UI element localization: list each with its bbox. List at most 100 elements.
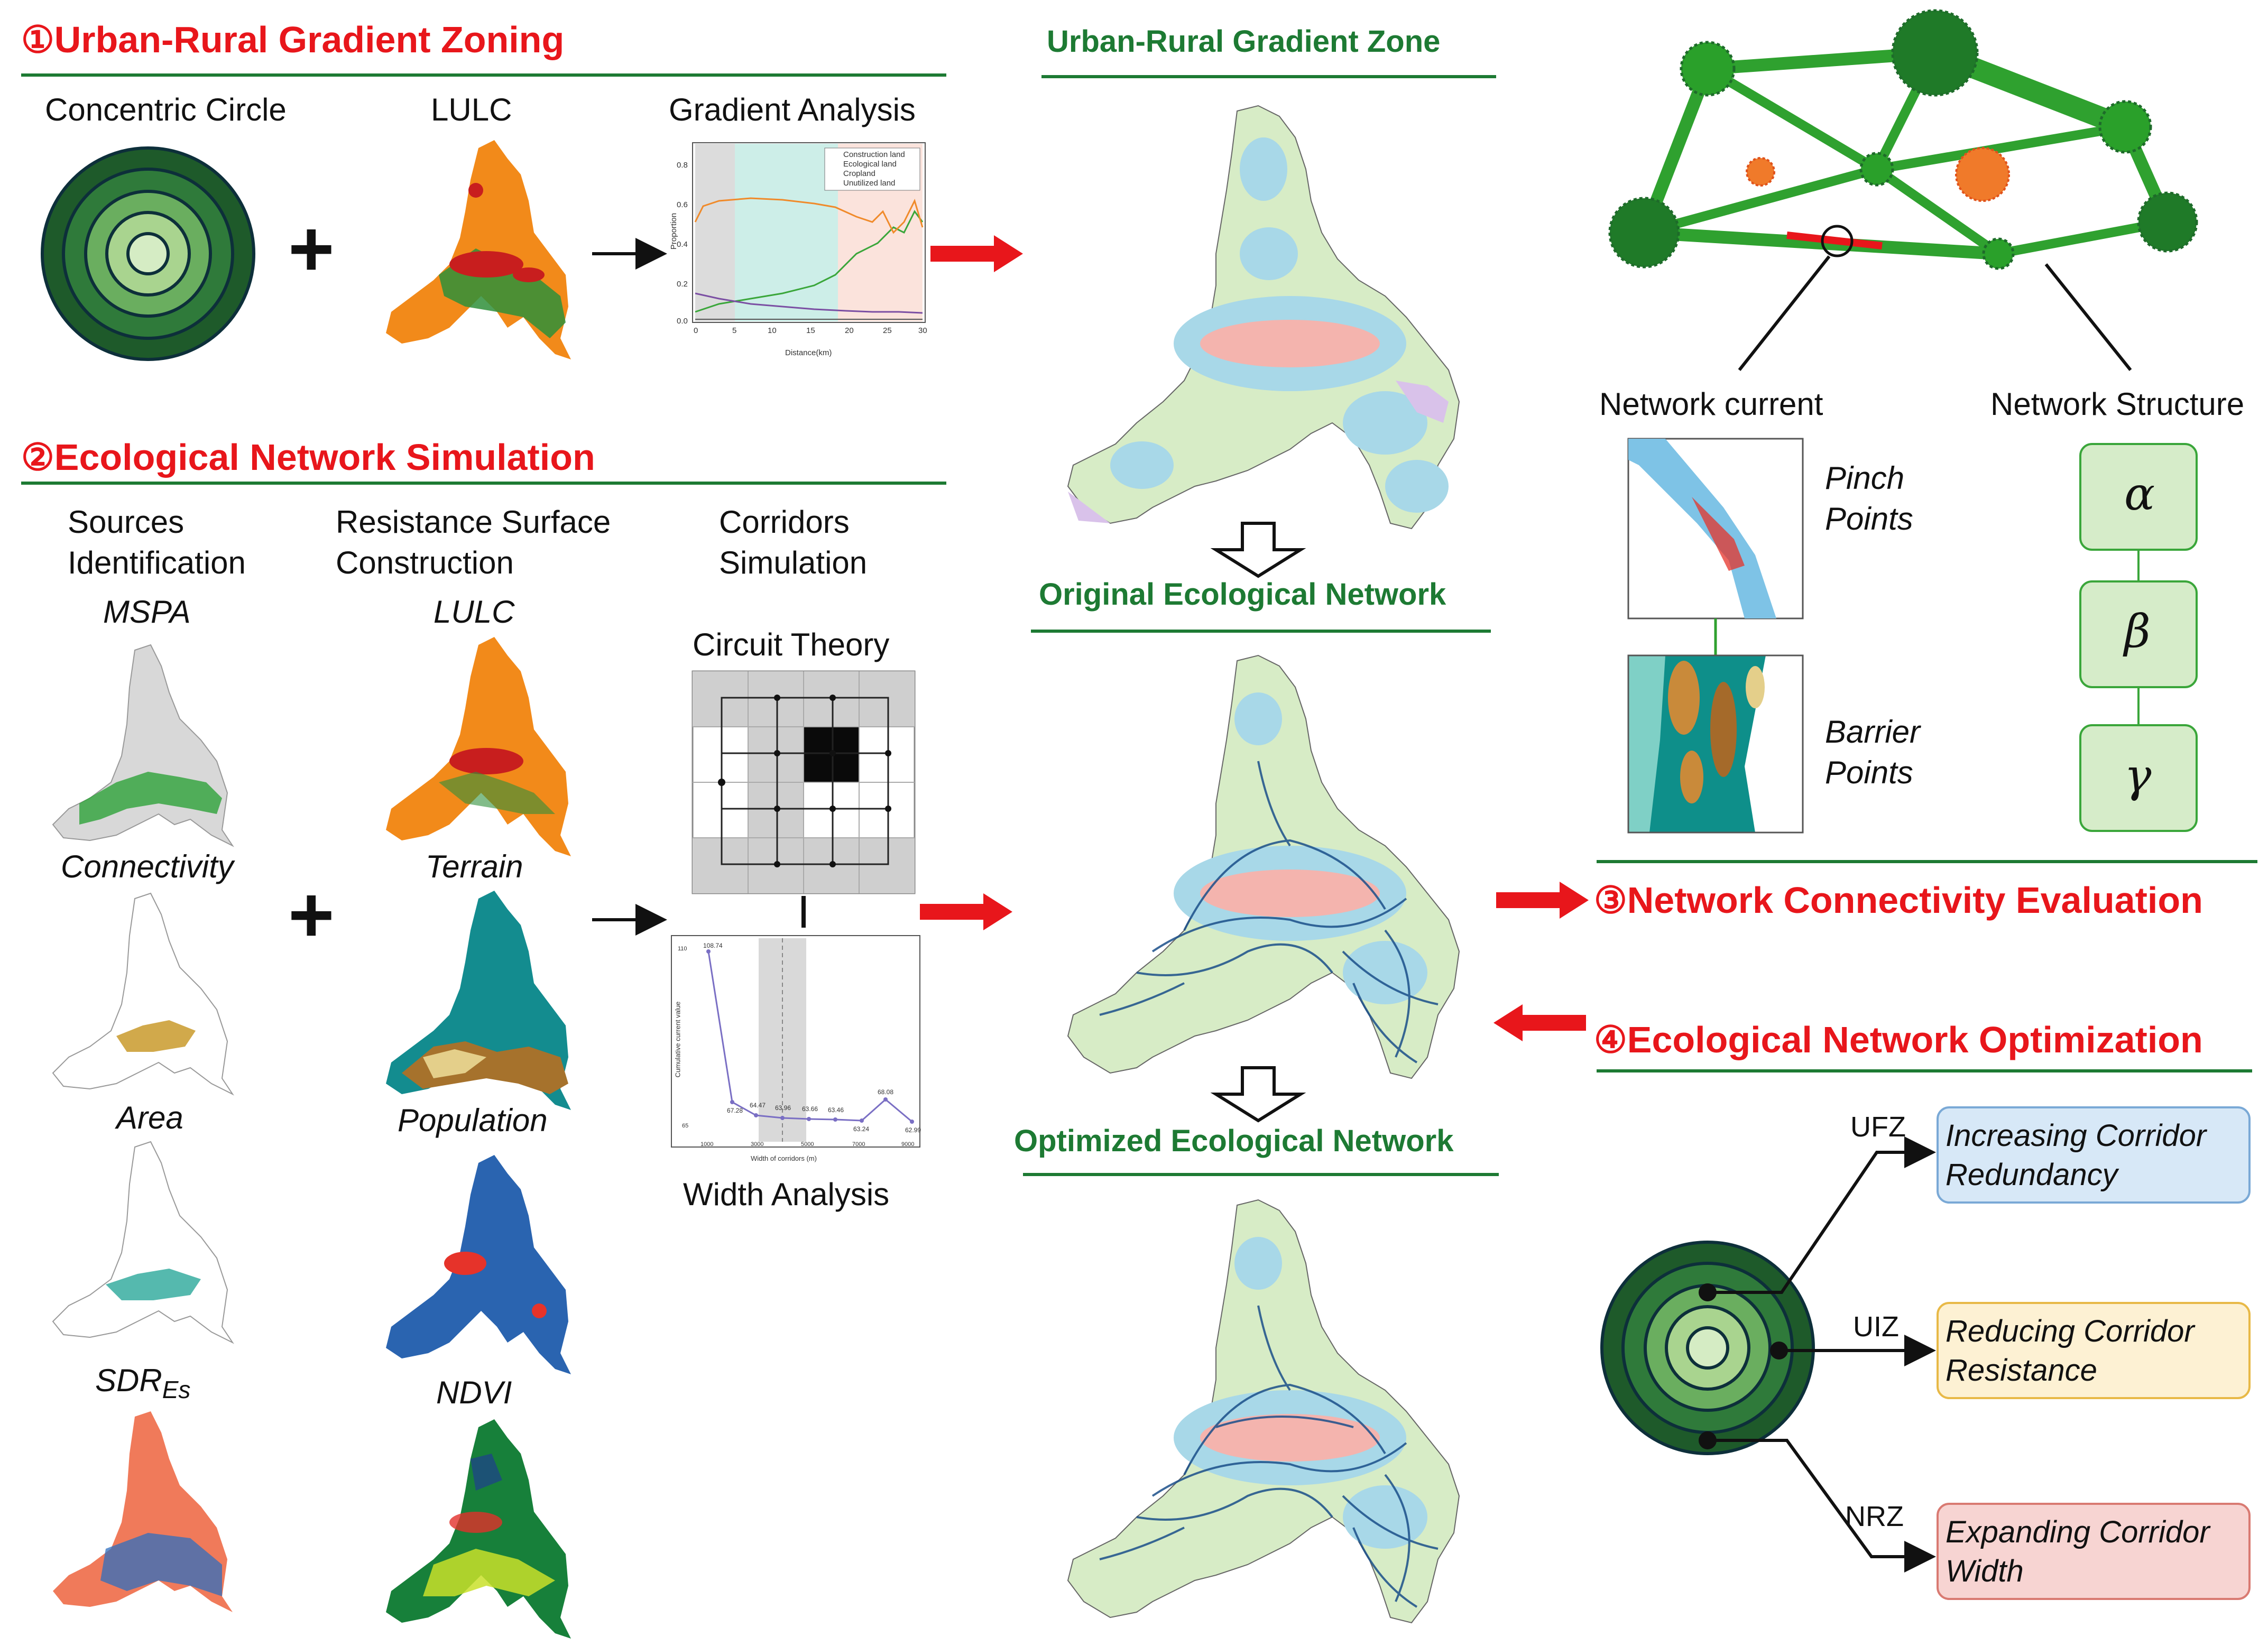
barrier-line2: Points <box>1825 755 1913 790</box>
barrier-line1: Barrier <box>1825 714 1921 750</box>
network-current-label: Network current <box>1599 386 1823 422</box>
plus-s2: + <box>288 870 335 959</box>
down-arrow-1 <box>1210 522 1306 578</box>
width-xtick-4: 5000 <box>801 1141 814 1148</box>
legend-construction: Construction land <box>843 150 905 159</box>
sdres-label: SDREs <box>95 1365 190 1402</box>
connectivity-map <box>52 892 234 1096</box>
pinch-points-image <box>1627 438 1804 619</box>
box-yellow <box>1937 1302 2251 1399</box>
plus-s1: + <box>288 204 335 293</box>
lulc-label-s1: LULC <box>431 92 512 127</box>
ndvi-label: NDVI <box>436 1375 512 1410</box>
s2-title: ②Ecological Network Simulation <box>21 437 595 478</box>
resistance-line1: Resistance Surface <box>336 504 611 540</box>
cropland-series <box>694 197 924 234</box>
population-label: Population <box>398 1103 548 1138</box>
network-graph <box>1608 9 2198 270</box>
gradient-xtick-0: 0 <box>694 326 698 335</box>
original-network-map <box>1067 654 1460 1079</box>
width-xtick-2: 3000 <box>751 1141 764 1148</box>
sdres-sub: Es <box>162 1376 191 1403</box>
width-xtick-8: 9000 <box>901 1141 915 1148</box>
nrz-label: NRZ <box>1845 1501 1904 1532</box>
gradient-xtick-6: 30 <box>918 326 927 335</box>
area-label: Area <box>116 1100 183 1135</box>
s3-title: ③Network Connectivity Evaluation <box>1594 880 2203 921</box>
sources-line2: Identification <box>68 545 246 580</box>
width-label-4: 63.66 <box>802 1105 818 1113</box>
ecological-series <box>695 210 924 313</box>
gradient-ytick-4: 0.4 <box>677 240 688 249</box>
gradient-label: Gradient Analysis <box>669 92 916 127</box>
width-xlabel: Width of corridors (m) <box>751 1154 817 1162</box>
red-arrow-s4 <box>1493 1004 1586 1041</box>
concentric-circle-icon <box>41 146 255 361</box>
gradient-chart-border <box>692 142 926 323</box>
lulc-map-s2 <box>386 637 571 856</box>
legend-ecological: Ecological land <box>843 160 897 169</box>
construction-series <box>695 292 923 314</box>
beta-symbol: β <box>2124 605 2151 658</box>
box1-text: Increasing Corridor Redundancy <box>1946 1118 2207 1192</box>
original-title: Original Ecological Network <box>1039 577 1446 612</box>
legend-unutilized: Unutilized land <box>843 179 896 188</box>
width-label-1: 67.28 <box>727 1107 743 1114</box>
pinch-line1: Pinch <box>1825 460 1905 496</box>
lulc-map-s1 <box>386 140 571 359</box>
gradient-xtick-4: 20 <box>845 326 854 335</box>
circuit-grid <box>692 670 916 894</box>
mspa-map <box>52 644 234 847</box>
terrain-map <box>386 891 571 1110</box>
box3-text: Expanding Corridor Width <box>1946 1515 2210 1589</box>
area-map <box>52 1141 234 1344</box>
zone-circle-s4 <box>1600 1241 1815 1455</box>
s4-title: ④Ecological Network Optimization <box>1594 1019 2203 1060</box>
zone-branches <box>1699 1136 1936 1573</box>
gradient-xtick-5: 25 <box>883 326 892 335</box>
sources-line1: Sources <box>68 504 185 540</box>
width-label-7: 68.08 <box>878 1088 894 1096</box>
width-xtick-0: 1000 <box>700 1141 714 1148</box>
network-structure-label: Network Structure <box>1990 386 2245 422</box>
gradient-xtick-2: 10 <box>768 326 777 335</box>
gradient-xlabel: Distance(km) <box>785 348 832 357</box>
box-blue <box>1937 1106 2251 1204</box>
width-ytick-0: 65 <box>682 1123 689 1129</box>
zone-map <box>1067 105 1460 530</box>
width-label-6: 63.24 <box>853 1125 870 1133</box>
connector-structure <box>2044 263 2132 371</box>
zone-title: Urban-Rural Gradient Zone <box>1047 24 1441 59</box>
ndvi-map <box>386 1419 571 1639</box>
box2-text: Reducing Corridor Resistance <box>1946 1314 2195 1388</box>
red-arrow-s1 <box>930 235 1023 272</box>
greek-boxes <box>2079 443 2198 832</box>
width-label-8: 62.99 <box>905 1126 921 1134</box>
width-chart <box>671 935 920 1148</box>
width-ytick-9: 110 <box>678 946 687 952</box>
circuit-label: Circuit Theory <box>693 627 890 662</box>
population-map <box>386 1155 571 1374</box>
width-label-0: 108.74 <box>703 942 723 949</box>
mspa-label: MSPA <box>103 594 191 630</box>
down-arrow-2 <box>1210 1066 1306 1123</box>
lulc-label-s2: LULC <box>434 594 515 630</box>
terrain-label: Terrain <box>426 849 523 884</box>
gradient-ytick-8: 0.8 <box>677 161 688 170</box>
legend-cropland: Cropland <box>843 169 875 178</box>
optimized-title: Optimized Ecological Network <box>1014 1124 1454 1158</box>
connector-current <box>1738 255 1831 371</box>
gradient-ytick-6: 0.6 <box>677 200 688 209</box>
barrier-points-image <box>1627 654 1804 834</box>
concentric-label: Concentric Circle <box>45 92 287 127</box>
gradient-xtick-3: 15 <box>806 326 815 335</box>
sdres-main: SDR <box>95 1363 162 1398</box>
width-label: Width Analysis <box>683 1177 890 1212</box>
width-ylabel: Cumulative current value <box>674 1001 682 1078</box>
connectivity-label: Connectivity <box>61 849 234 884</box>
width-label-3: 63.96 <box>775 1104 791 1112</box>
corridors-line2: Simulation <box>719 545 868 580</box>
uiz-label: UIZ <box>1853 1311 1899 1343</box>
resistance-line2: Construction <box>336 545 514 580</box>
gradient-ytick-2: 0.2 <box>677 280 688 289</box>
